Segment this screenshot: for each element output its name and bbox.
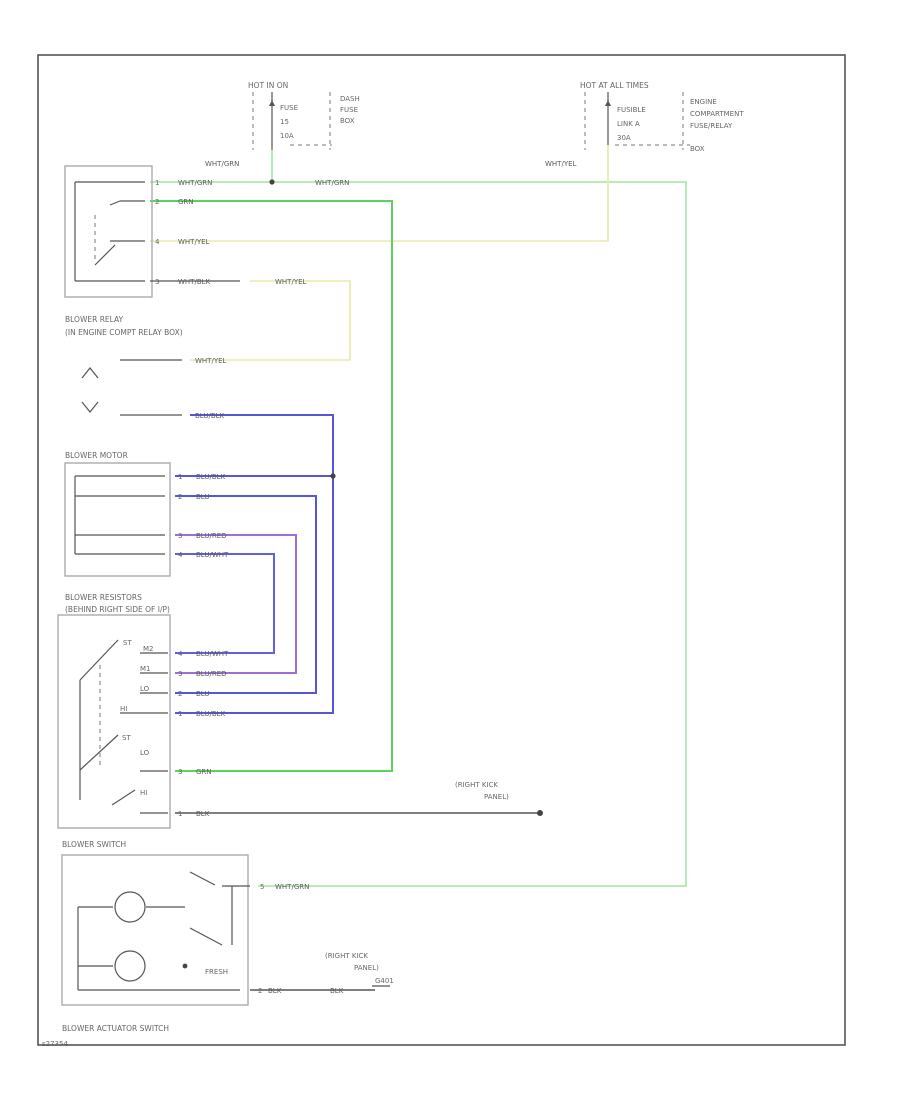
svg-text:BLK: BLK xyxy=(330,987,344,995)
svg-text:BLK: BLK xyxy=(268,987,282,995)
motor-pin-2: 2 xyxy=(178,493,182,501)
left-fuse-line-1: FUSE xyxy=(280,104,298,112)
resistor-sw-lo: LO xyxy=(140,749,150,757)
svg-text:BLU/BLK: BLU/BLK xyxy=(196,710,226,718)
resistor-tap-lo: LO xyxy=(140,685,150,693)
wire-wht-yel-relay-motor xyxy=(190,280,351,361)
wire-wht-grn: WHT/GRN xyxy=(150,150,687,887)
resistor-tap-m2: M2 xyxy=(143,645,154,653)
svg-text:WHT/GRN: WHT/GRN xyxy=(178,179,212,187)
resistor-pin-2: 2 xyxy=(178,690,182,698)
motor-pin-3: 3 xyxy=(178,532,182,540)
actuator-switch-label: BLOWER ACTUATOR SWITCH xyxy=(62,1024,169,1033)
svg-text:GRN: GRN xyxy=(196,768,212,776)
relay-pin-4: 4 xyxy=(155,238,160,246)
left-box-line-1: DASH xyxy=(340,95,360,103)
left-box-line-3: BOX xyxy=(340,117,355,125)
actuator-pin: 2 xyxy=(258,987,262,995)
left-fuse-line-2: 15 xyxy=(280,118,289,126)
wire-grn xyxy=(150,200,393,772)
wire-blu-red xyxy=(175,534,297,674)
resistors-label-2: (BEHIND RIGHT SIDE OF I/P) xyxy=(65,605,170,614)
switch-pin: 5 xyxy=(260,883,264,891)
ground-kick-label-1: (RIGHT KICK xyxy=(455,781,498,789)
svg-text:BLU: BLU xyxy=(196,690,209,698)
svg-text:WHT/YEL: WHT/YEL xyxy=(275,278,307,286)
right-fuse-line-1: FUSIBLE xyxy=(617,106,646,114)
motor-connector: WHT/YEL BLU/BLK xyxy=(81,357,227,420)
right-fuse-line-3: 30A xyxy=(617,134,631,142)
relay-pin-2: 2 xyxy=(155,198,159,206)
svg-text:WHT/YEL: WHT/YEL xyxy=(545,160,577,168)
relay-label-1: BLOWER RELAY xyxy=(65,315,124,324)
resistor-tap-m1: M1 xyxy=(140,665,151,673)
actuator-ground-wire: 2 BLK BLK (RIGHT KICK PANEL) G401 xyxy=(250,952,394,995)
switch-fresh: FRESH xyxy=(205,968,228,976)
svg-text:WHT/GRN: WHT/GRN xyxy=(315,179,349,187)
svg-text:WHT/BLK: WHT/BLK xyxy=(178,278,211,286)
resistor-pin-3: 3 xyxy=(178,670,182,678)
ground-code: G401 xyxy=(375,977,394,985)
ground-actuator-label-2: PANEL) xyxy=(354,964,379,972)
ground-actuator-label-1: (RIGHT KICK xyxy=(325,952,368,960)
blower-switch: BLOWER SWITCH 5 WHT/GRN FRESH xyxy=(61,840,309,1006)
right-box-line-1: ENGINE xyxy=(690,98,717,106)
resistor-tap-st: ST xyxy=(123,639,132,647)
motor-pin-4: 4 xyxy=(178,551,183,559)
svg-text:BLK: BLK xyxy=(196,810,210,818)
right-box-line-2: COMPARTMENT xyxy=(690,110,744,118)
svg-text:WHT/GRN: WHT/GRN xyxy=(275,883,309,891)
right-power-source: HOT AT ALL TIMES FUSIBLE LINK A 30A ENGI… xyxy=(580,81,744,153)
svg-text:BLU/WHT: BLU/WHT xyxy=(196,551,229,559)
resistor-pin-4: 4 xyxy=(178,650,183,658)
svg-text:BLU/RED: BLU/RED xyxy=(196,532,227,540)
svg-text:WHT/GRN: WHT/GRN xyxy=(205,160,239,168)
right-fuse-line-2: LINK A xyxy=(617,120,640,128)
resistor-pin-grn: 3 xyxy=(178,768,182,776)
svg-text:WHT/YEL: WHT/YEL xyxy=(178,238,210,246)
right-box-line-4: BOX xyxy=(690,145,705,153)
wire-blk xyxy=(175,810,543,816)
relay-pin-3: 3 xyxy=(155,278,159,286)
wire-wht-yel: WHT/YEL xyxy=(150,145,609,242)
right-box-line-3: FUSE/RELAY xyxy=(690,122,733,130)
diagram-frame xyxy=(37,54,846,1046)
resistors-label-1: BLOWER RESISTORS xyxy=(65,593,142,602)
relay-pin-1: 1 xyxy=(155,179,159,187)
wire-blu-blk xyxy=(175,414,336,714)
right-source-header: HOT AT ALL TIMES xyxy=(580,81,649,90)
svg-text:BLU/BLK: BLU/BLK xyxy=(195,412,225,420)
blower-relay: 1 2 4 3 WHT/GRN WHT/GRN GRN WHT/YEL WHT/… xyxy=(64,165,349,337)
resistor-pin-blk: 1 xyxy=(178,810,182,818)
resistor-tap-hi: HI xyxy=(120,705,127,713)
corner-code: s27354 xyxy=(42,1040,68,1048)
resistor-pin-1: 1 xyxy=(178,710,182,718)
svg-text:BLU/WHT: BLU/WHT xyxy=(196,650,229,658)
svg-text:WHT/YEL: WHT/YEL xyxy=(195,357,227,365)
blower-switch-label: BLOWER SWITCH xyxy=(62,840,126,849)
motor-pin-1: 1 xyxy=(178,473,182,481)
svg-text:BLU: BLU xyxy=(196,493,209,501)
ground-kick-label-2: PANEL) xyxy=(484,793,509,801)
resistor-sw-hi: HI xyxy=(140,789,147,797)
relay-label-2: (IN ENGINE COMPT RELAY BOX) xyxy=(65,328,183,337)
left-power-source: HOT IN ON FUSE 15 10A DASH FUSE BOX xyxy=(248,81,360,150)
svg-text:BLU/BLK: BLU/BLK xyxy=(196,473,226,481)
left-source-header: HOT IN ON xyxy=(248,81,288,90)
svg-text:BLU/RED: BLU/RED xyxy=(196,670,227,678)
resistor-sw-st: ST xyxy=(122,734,131,742)
blower-motor: BLOWER MOTOR 1 2 3 4 BLU/BLK BLU BLU/RED… xyxy=(64,451,229,577)
blower-resistors: BLOWER RESISTORS (BEHIND RIGHT SIDE OF I… xyxy=(57,593,509,829)
left-fuse-line-3: 10A xyxy=(280,132,294,140)
svg-text:GRN: GRN xyxy=(178,198,194,206)
motor-label: BLOWER MOTOR xyxy=(65,451,128,460)
wire-blu xyxy=(175,495,317,694)
left-box-line-2: FUSE xyxy=(340,106,358,114)
wire-blu-wht xyxy=(175,553,275,654)
